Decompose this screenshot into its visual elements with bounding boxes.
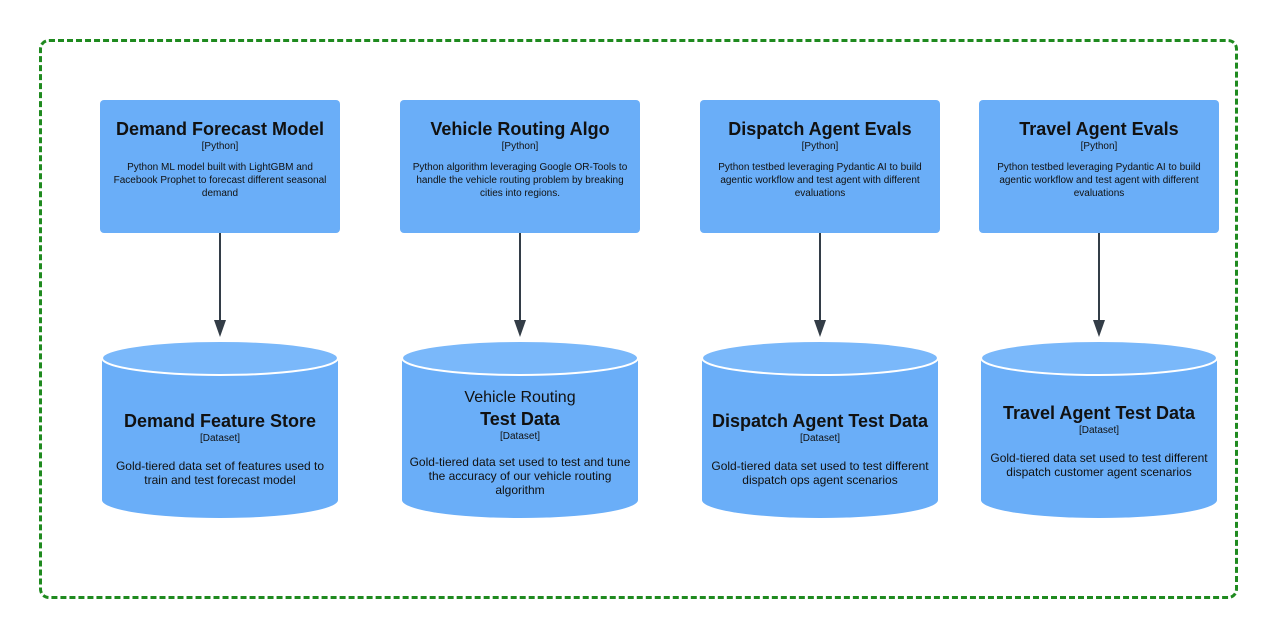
cylinder-shape (101, 340, 339, 518)
dataset-title: Test Data (480, 409, 560, 429)
dataset-title: Dispatch Agent Test Data (711, 411, 929, 431)
arrowhead-demand (214, 320, 226, 337)
component-demand-forecast-model[interactable]: Demand Forecast Model [Python] Python ML… (100, 100, 340, 233)
cylinder-shape (401, 340, 639, 518)
dataset-dispatch-agent-test-data[interactable]: Dispatch Agent Test Data [Dataset] Gold-… (701, 340, 939, 520)
dataset-tech: [Dataset] (799, 433, 841, 444)
component-title: Travel Agent Evals (1019, 119, 1179, 139)
component-title: Vehicle Routing Algo (430, 119, 610, 139)
dataset-description: Gold-tiered data set used to test differ… (711, 459, 929, 487)
dataset-pre-title: Vehicle Routing (464, 389, 576, 406)
dataset-description: Gold-tiered data set used to test and tu… (409, 455, 631, 497)
dataset-description: Gold-tiered data set of features used to… (115, 459, 325, 487)
dataset-tech: [Dataset] (499, 431, 541, 442)
component-description: Python testbed leveraging Pydantic AI to… (718, 162, 922, 199)
dataset-travel-agent-test-data[interactable]: Travel Agent Test Data [Dataset] Gold-ti… (980, 340, 1218, 520)
component-tech: [Python] (801, 141, 839, 152)
component-vehicle-routing-algo[interactable]: Vehicle Routing Algo [Python] Python alg… (400, 100, 640, 233)
component-tech: [Python] (1080, 141, 1118, 152)
arrowhead-travel (1093, 320, 1105, 337)
dataset-title: Demand Feature Store (123, 411, 317, 431)
component-dispatch-agent-evals[interactable]: Dispatch Agent Evals [Python] Python tes… (700, 100, 940, 233)
arrowhead-vehicle (514, 320, 526, 337)
dataset-vehicle-routing-test-data[interactable]: Vehicle Routing Test Data [Dataset] Gold… (401, 340, 639, 520)
dataset-description: Gold-tiered data set used to test differ… (990, 451, 1208, 479)
component-tech: [Python] (201, 141, 239, 152)
dataset-demand-feature-store[interactable]: Demand Feature Store [Dataset] Gold-tier… (101, 340, 339, 520)
dataset-tech: [Dataset] (1078, 425, 1120, 436)
dataset-tech: [Dataset] (199, 433, 241, 444)
component-travel-agent-evals[interactable]: Travel Agent Evals [Python] Python testb… (979, 100, 1219, 233)
component-description: Python testbed leveraging Pydantic AI to… (997, 162, 1201, 199)
cylinder-shape (701, 340, 939, 518)
component-description: Python algorithm leveraging Google OR-To… (412, 162, 628, 199)
system-boundary (39, 39, 1238, 599)
component-title: Demand Forecast Model (115, 119, 325, 139)
component-title: Dispatch Agent Evals (728, 119, 912, 139)
dataset-title: Travel Agent Test Data (1002, 403, 1196, 423)
arrowhead-dispatch (814, 320, 826, 337)
component-tech: [Python] (501, 141, 539, 152)
component-description: Python ML model built with LightGBM and … (113, 162, 327, 199)
cylinder-shape (980, 340, 1218, 518)
